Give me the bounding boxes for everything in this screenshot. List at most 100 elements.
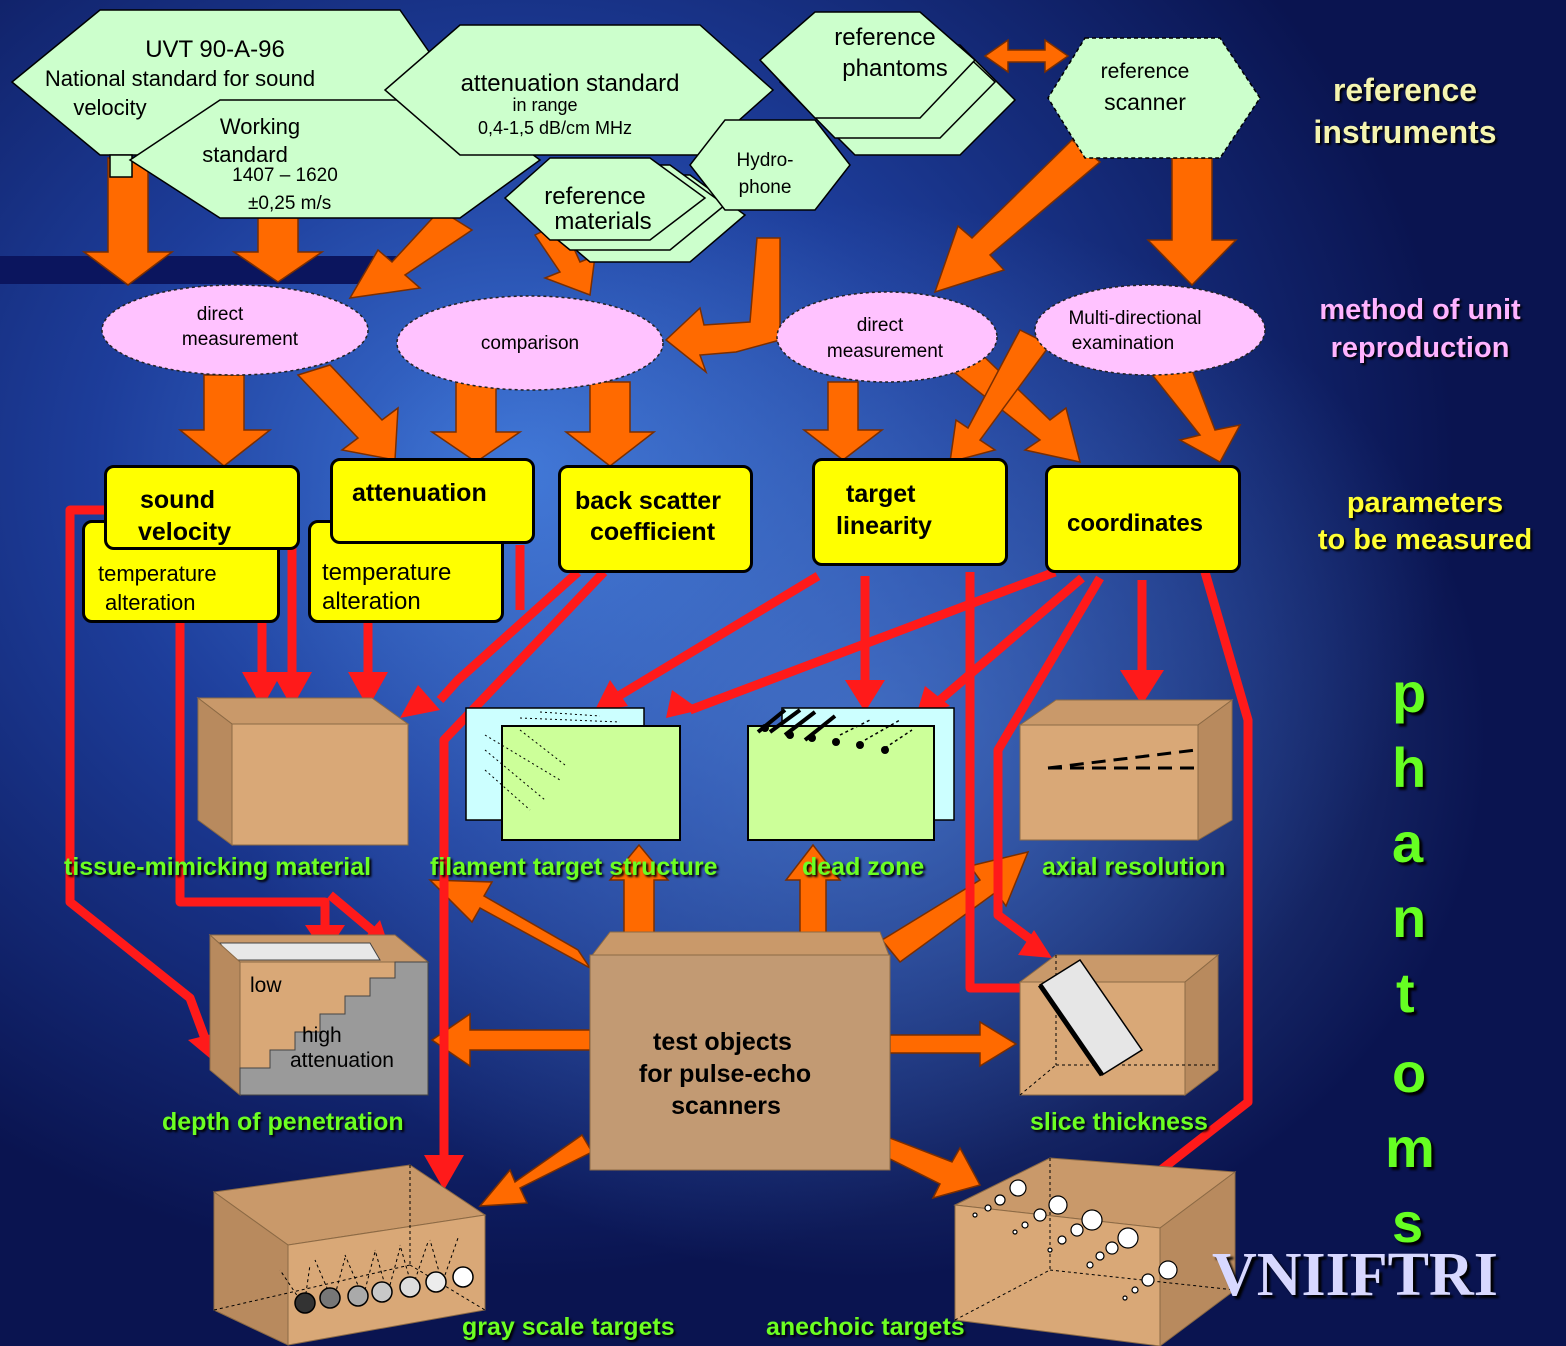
depth-high-label: high (302, 1024, 342, 1047)
orange-arrow (231, 217, 325, 283)
phantoms-letter: h (1392, 736, 1427, 799)
label-axial: axial resolution (1042, 853, 1226, 881)
category-method-subtitle: reproduction (1330, 332, 1510, 364)
depth-low-label: low (250, 974, 282, 997)
phantom-deadzone (747, 707, 955, 841)
orange-arrow (296, 364, 399, 461)
orange-arrow (933, 139, 1102, 294)
hex-refscanner (1047, 37, 1261, 159)
orange-arrow (880, 850, 1030, 964)
hex-refphantoms (758, 11, 977, 119)
attenuation-std-title: attenuation standard (460, 70, 680, 97)
phantom-grayscale (212, 1164, 487, 1346)
method-multi-subtitle: examination (1071, 333, 1175, 354)
phantoms-letter: p (1392, 661, 1427, 724)
phantoms-letter: o (1392, 1041, 1427, 1104)
category-reference-title: reference (1332, 72, 1478, 108)
temp-alt-1-title: temperature (98, 561, 217, 586)
attenuation-std-range: 0,4-1,5 dB/cm MHz (477, 118, 633, 138)
target-linearity-subtitle: linearity (836, 512, 932, 540)
orange-arrow (943, 347, 1082, 463)
orange-arrow (949, 329, 1052, 464)
orange-double-arrow (983, 38, 1070, 74)
ref-phantoms-title: reference (834, 24, 936, 51)
coordinates-title: coordinates (1067, 510, 1204, 537)
ref-materials-subtitle: materials (554, 208, 652, 235)
label-anechoic: anechoic targets (766, 1313, 965, 1341)
phantom-depth (208, 933, 430, 1097)
orange-arrow (784, 843, 842, 941)
phantom-tissue (196, 696, 410, 846)
ellipse-comparison (396, 295, 664, 391)
category-params-title: parameters (1346, 487, 1504, 519)
ref-phantoms-subtitle: phantoms (842, 55, 948, 82)
phantoms-letter: m (1385, 1116, 1435, 1179)
backscatter-title: back scatter (575, 487, 721, 515)
ref-materials-title: reference (544, 183, 646, 210)
phantom-axial (1018, 699, 1234, 841)
method-direct-2-subtitle: measurement (826, 341, 944, 362)
method-direct-1-title: direct (196, 304, 244, 325)
label-grayscale: gray scale targets (462, 1313, 675, 1341)
orange-arrow (563, 381, 657, 467)
orange-arrow (889, 1020, 1018, 1068)
method-multi-title: Multi-directional (1068, 308, 1202, 329)
uvt-subtitle: National standard for sound (44, 66, 316, 91)
hydrophone-subtitle: phone (738, 177, 792, 198)
orange-arrow (1146, 157, 1238, 287)
temp-alt-2-subtitle: alteration (322, 588, 421, 615)
label-deadzone: dead zone (802, 853, 925, 881)
depth-attenuation-label: attenuation (290, 1049, 394, 1072)
phantom-anechoic (953, 1157, 1237, 1346)
hex-hydro (689, 119, 851, 211)
param-target-linearity (812, 458, 1008, 566)
center-subtitle: for pulse-echo (638, 1060, 812, 1088)
category-params-subtitle: to be measured (1317, 524, 1533, 556)
method-direct-2-title: direct (856, 315, 904, 336)
category-method-title: method of unit (1319, 294, 1521, 326)
label-slice: slice thickness (1030, 1108, 1208, 1136)
phantom-filament (465, 707, 681, 841)
central-box (588, 931, 891, 1171)
working-title: Working (219, 114, 301, 139)
uvt-subtitle-2: velocity (73, 95, 147, 120)
method-direct-1-subtitle: measurement (181, 329, 299, 350)
ellipse-multi (1034, 284, 1266, 376)
center-subtitle-2: scanners (671, 1092, 781, 1120)
attenuation-title: attenuation (352, 479, 487, 507)
sound-velocity-title: sound (140, 486, 215, 514)
temp-alt-2-title: temperature (322, 559, 452, 586)
ellipse-direct2 (776, 291, 998, 383)
attenuation-std-range-label: in range (512, 95, 578, 115)
param-coordinates (1045, 465, 1241, 573)
working-tolerance: ±0,25 m/s (248, 193, 332, 214)
working-subtitle: standard (202, 142, 288, 167)
label-depth: depth of penetration (162, 1108, 404, 1136)
ellipses (101, 284, 1266, 391)
phantoms-letter: s (1392, 1191, 1424, 1254)
phantoms-letter: a (1392, 811, 1424, 874)
orange-arrow (1148, 364, 1242, 464)
hexagons (10, 9, 1261, 263)
ref-scanner-subtitle: scanner (1104, 89, 1186, 115)
orange-arrow (348, 209, 474, 299)
center-title: test objects (653, 1028, 792, 1056)
param-backscatter (558, 465, 753, 573)
sound-velocity-subtitle: velocity (138, 518, 232, 546)
ref-scanner-title: reference (1100, 60, 1190, 83)
working-range: 1407 – 1620 (232, 165, 338, 186)
phantoms-letter: n (1392, 886, 1427, 949)
label-filament: filament target structure (430, 853, 718, 881)
phantom-slice (1018, 953, 1220, 1097)
orange-arrow (177, 374, 273, 467)
label-tissue: tissue-mimicking material (64, 853, 372, 881)
orange-arrow (608, 843, 670, 941)
orange-arrow (81, 157, 175, 286)
ellipse-direct1 (101, 284, 369, 376)
orange-arrow (478, 1133, 594, 1207)
orange-arrow (878, 1137, 982, 1200)
orange-arrows (81, 38, 1242, 1207)
orange-arrow (428, 879, 591, 969)
target-linearity-title: target (846, 480, 916, 508)
